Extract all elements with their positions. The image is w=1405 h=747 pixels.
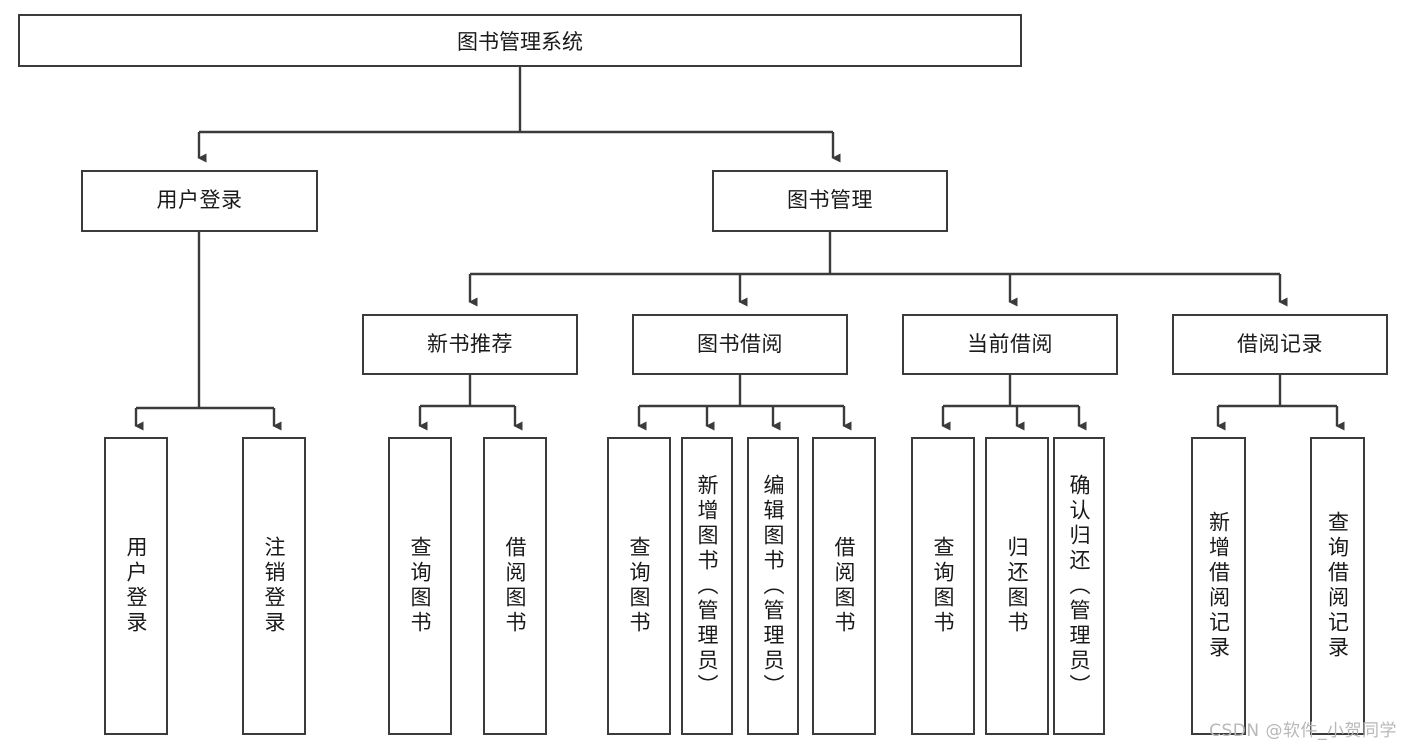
node-current-borrow-label: 当前借阅: [967, 331, 1053, 356]
leaf-query-book-current[interactable]: 查询图书: [911, 437, 975, 735]
leaf-query-book-current-label: 查询图书: [931, 536, 956, 636]
leaf-confirm-return-admin[interactable]: 确认归还（管理员）: [1053, 437, 1105, 735]
leaf-edit-book-admin[interactable]: 编辑图书（管理员）: [747, 437, 799, 735]
leaf-add-book-admin-label: 新增图书（管理员）: [695, 473, 720, 699]
node-book-manage[interactable]: 图书管理: [712, 170, 948, 232]
leaf-borrow-book-recommend[interactable]: 借阅图书: [483, 437, 547, 735]
leaf-user-login-label: 用户登录: [124, 536, 149, 636]
node-book-borrow-label: 图书借阅: [697, 331, 783, 356]
node-new-book-recommend[interactable]: 新书推荐: [362, 314, 578, 375]
leaf-add-book-admin[interactable]: 新增图书（管理员）: [681, 437, 733, 735]
leaf-user-login[interactable]: 用户登录: [104, 437, 168, 735]
node-book-manage-label: 图书管理: [787, 188, 873, 213]
leaf-query-book-recommend-label: 查询图书: [408, 536, 433, 636]
leaf-logout-label: 注销登录: [262, 536, 287, 636]
leaf-add-borrow-record[interactable]: 新增借阅记录: [1191, 437, 1246, 735]
leaf-query-book-recommend[interactable]: 查询图书: [388, 437, 452, 735]
leaf-add-borrow-record-label: 新增借阅记录: [1206, 511, 1231, 661]
node-root[interactable]: 图书管理系统: [18, 14, 1022, 67]
node-book-borrow[interactable]: 图书借阅: [632, 314, 848, 375]
leaf-edit-book-admin-label: 编辑图书（管理员）: [761, 473, 786, 699]
leaf-borrow-book-borrow-label: 借阅图书: [832, 536, 857, 636]
leaf-query-book-borrow[interactable]: 查询图书: [607, 437, 671, 735]
leaf-borrow-book-recommend-label: 借阅图书: [503, 536, 528, 636]
leaf-query-book-borrow-label: 查询图书: [627, 536, 652, 636]
leaf-borrow-book-borrow[interactable]: 借阅图书: [812, 437, 876, 735]
leaf-return-book[interactable]: 归还图书: [985, 437, 1049, 735]
leaf-return-book-label: 归还图书: [1005, 536, 1030, 636]
leaf-query-borrow-record-label: 查询借阅记录: [1325, 511, 1350, 661]
leaf-query-borrow-record[interactable]: 查询借阅记录: [1310, 437, 1365, 735]
node-root-label: 图书管理系统: [457, 29, 583, 54]
node-borrow-record-label: 借阅记录: [1237, 331, 1323, 356]
node-user-login[interactable]: 用户登录: [81, 170, 318, 232]
node-current-borrow[interactable]: 当前借阅: [902, 314, 1118, 375]
leaf-logout[interactable]: 注销登录: [242, 437, 306, 735]
node-user-login-label: 用户登录: [156, 188, 243, 213]
node-new-book-recommend-label: 新书推荐: [427, 331, 513, 356]
leaf-confirm-return-admin-label: 确认归还（管理员）: [1067, 473, 1092, 699]
node-borrow-record[interactable]: 借阅记录: [1172, 314, 1388, 375]
